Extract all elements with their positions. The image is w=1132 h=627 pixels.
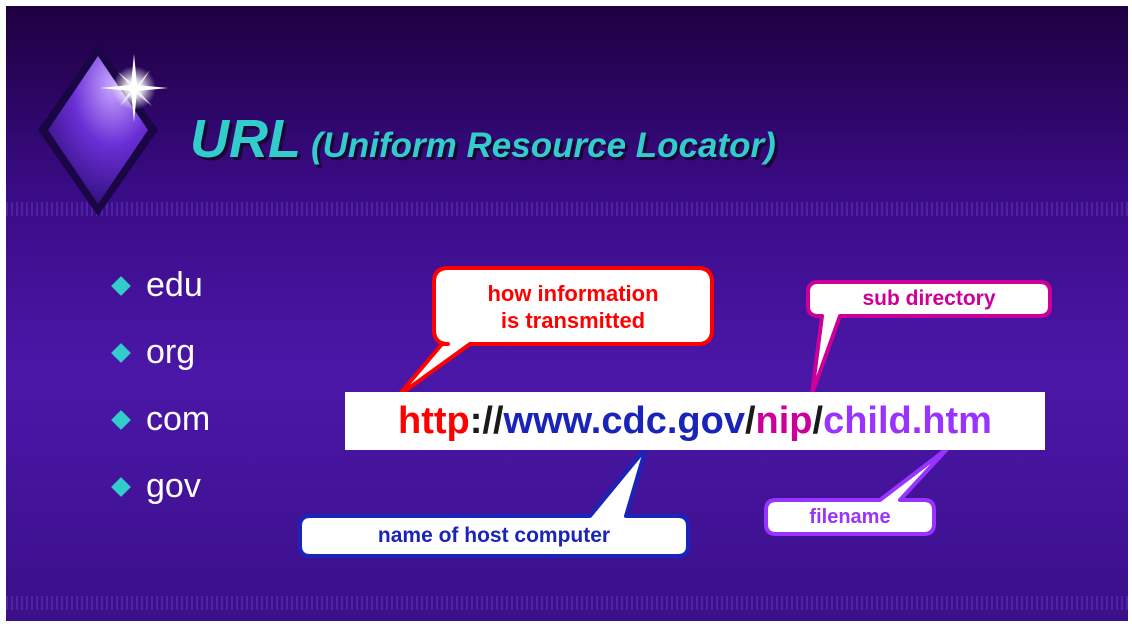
filename-callout-bubble: [764, 446, 950, 536]
diamond-star-icon: [38, 44, 168, 216]
protocol-callout-label: how information is transmitted: [436, 280, 710, 334]
host-callout-label: name of host computer: [377, 524, 611, 547]
domain-list: edu org com gov: [108, 252, 210, 520]
directory-callout-bubble: [806, 280, 1052, 396]
protocol-callout-line2: is transmitted: [500, 308, 646, 333]
filename-callout-label: filename: [809, 506, 891, 528]
dotted-divider-bottom: [6, 596, 1128, 610]
url-directory: nip: [755, 399, 813, 442]
list-item: edu: [108, 252, 210, 319]
url-example: http://www.cdc.gov/nip/child.htm: [345, 392, 1045, 450]
dotted-divider-top: [6, 202, 1128, 216]
protocol-callout-line1: how information: [487, 281, 659, 306]
url-protocol: http: [398, 399, 470, 442]
url-filename: child.htm: [823, 399, 992, 442]
url-slash: /: [744, 399, 756, 442]
list-item: com: [108, 386, 210, 453]
host-callout-bubble: [298, 446, 690, 558]
list-item: gov: [108, 453, 210, 520]
domain-label: com: [146, 400, 211, 438]
url-slash: /: [812, 399, 824, 442]
slide-title: URL(Uniform Resource Locator): [190, 108, 776, 170]
url-host: www.cdc.gov: [503, 399, 745, 442]
list-item: org: [108, 319, 210, 386]
domain-label: edu: [146, 266, 203, 304]
title-subtitle: (Uniform Resource Locator): [310, 126, 776, 165]
domain-label: gov: [146, 467, 201, 505]
url-separator: ://: [469, 399, 504, 442]
domain-label: org: [146, 333, 196, 371]
protocol-callout-bubble: [396, 266, 714, 398]
title-main: URL: [190, 109, 301, 169]
directory-callout-label: sub directory: [862, 287, 996, 310]
